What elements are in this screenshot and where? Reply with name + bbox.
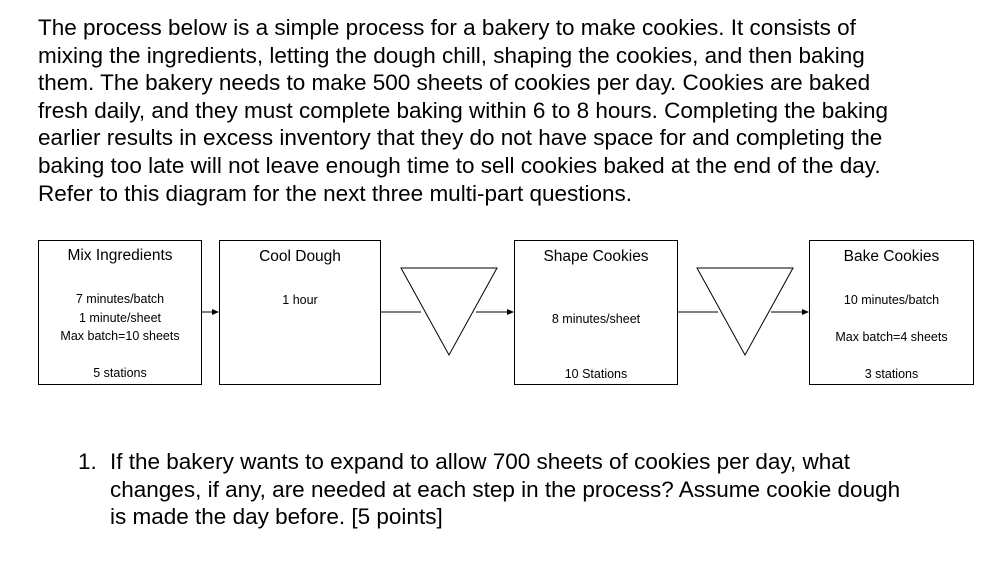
intro-line: mixing the ingredients, letting the doug… xyxy=(38,42,865,68)
mix-stations: 5 stations xyxy=(93,366,147,380)
intro-paragraph: The process below is a simple process fo… xyxy=(38,14,968,207)
cool-dough-box: Cool Dough 1 hour xyxy=(219,240,381,385)
shape-detail: 8 minutes/sheet xyxy=(551,312,641,326)
shape-stations: 10 Stations xyxy=(564,367,628,381)
mix-detail: 1 minute/sheet xyxy=(79,310,161,325)
shape-cookies-box: Shape Cookies 8 minutes/sheet 10 Station… xyxy=(514,240,678,385)
mix-details: 7 minutes/batch 1 minute/sheet Max batch… xyxy=(39,290,201,346)
intro-line: Refer to this diagram for the next three… xyxy=(38,180,633,206)
cool-details: 1 hour xyxy=(220,291,380,310)
bake-stations: 3 stations xyxy=(864,367,919,381)
cool-detail: 1 hour xyxy=(282,293,318,307)
intro-line: baking too late will not leave enough ti… xyxy=(38,152,881,178)
cool-title: Cool Dough xyxy=(259,248,341,265)
bake-detail: Max batch=4 sheets xyxy=(835,330,948,344)
bake-cookies-box: Bake Cookies 10 minutes/batch Max batch=… xyxy=(809,240,974,385)
intro-line: The process below is a simple process fo… xyxy=(38,15,856,40)
shape-title: Shape Cookies xyxy=(543,248,649,265)
bake-details: 10 minutes/batch Max batch=4 sheets xyxy=(810,291,973,347)
intro-line: earlier results in excess inventory that… xyxy=(38,125,883,151)
inventory-triangle-2 xyxy=(696,267,794,357)
mix-ingredients-box: Mix Ingredients 7 minutes/batch 1 minute… xyxy=(38,240,202,385)
question-line: changes, if any, are needed at each step… xyxy=(110,476,901,502)
mix-detail: 7 minutes/batch xyxy=(75,292,165,306)
question-number: 1. xyxy=(78,449,97,474)
bake-detail xyxy=(810,310,973,329)
intro-line: fresh daily, and they must complete baki… xyxy=(38,97,889,123)
mix-title: Mix Ingredients xyxy=(67,247,173,264)
question-text: If the bakery wants to expand to allow 7… xyxy=(110,448,900,531)
intro-line: them. The bakery needs to make 500 sheet… xyxy=(38,70,871,96)
shape-details: 8 minutes/sheet xyxy=(515,310,677,329)
mix-detail: Max batch=10 sheets xyxy=(60,329,180,343)
bake-title: Bake Cookies xyxy=(843,248,940,265)
question-line: is made the day before. [5 points] xyxy=(110,504,443,530)
question-line: If the bakery wants to expand to allow 7… xyxy=(110,449,851,474)
inventory-triangle-1 xyxy=(400,267,498,357)
bake-detail: 10 minutes/batch xyxy=(843,293,940,307)
